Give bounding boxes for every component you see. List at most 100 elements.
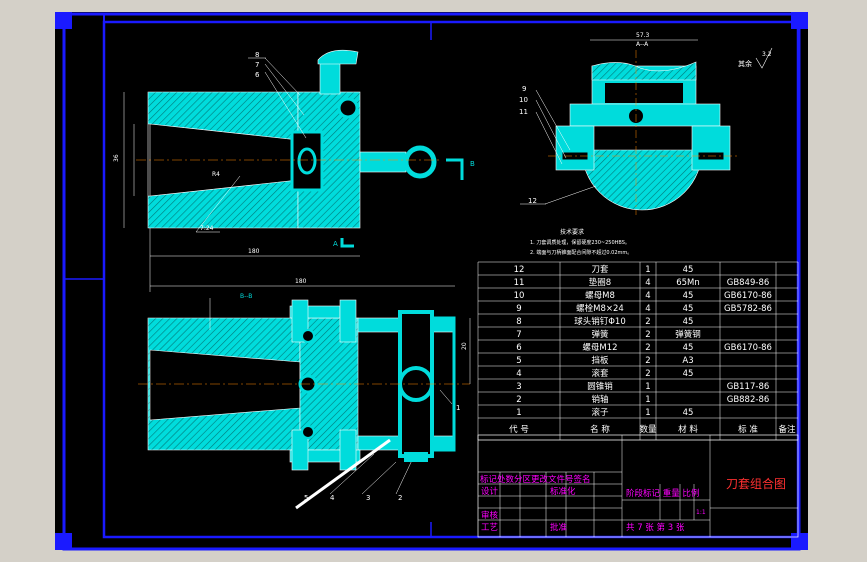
bom-cell-name: 球头销钉Φ10 [574, 316, 626, 327]
dim-length-1: 180 [248, 248, 260, 255]
bom-cell-qty: 4 [645, 278, 650, 288]
marker-a-front: A [333, 240, 338, 248]
callout-leader [264, 57, 301, 96]
bom-cell-name: 滚套 [591, 368, 609, 379]
front-arm [359, 151, 407, 173]
bom-cell-standard: GB849-86 [727, 278, 770, 288]
bom-cell-qty: 2 [645, 369, 650, 379]
callout-3: 3 [366, 494, 370, 502]
bom-header-material: 材 料 [678, 424, 698, 435]
bom-cell-material: 45 [683, 408, 694, 418]
bom-cell-no: 1 [516, 408, 521, 418]
tb-review: 审核 [481, 510, 499, 521]
bom-header-remark: 备注 [778, 424, 796, 435]
title-block-frame [477, 434, 799, 538]
bom-cell-material: 45 [683, 317, 694, 327]
bom-cell-name: 刀套 [591, 264, 609, 275]
bom-cell-standard: GB882-86 [727, 395, 770, 405]
view-arrow-a [340, 238, 354, 248]
front-post-cap [317, 49, 359, 65]
callout-8: 8 [255, 51, 259, 59]
bom-cell-material: 65Mn [676, 278, 700, 288]
tb-process: 工艺 [481, 523, 498, 533]
bom-cell-name: 螺母M12 [582, 342, 617, 353]
bom-cell-material: 弹簧钢 [675, 329, 701, 340]
bom-header-standard: 标 准 [738, 424, 758, 435]
front-hole [337, 97, 359, 119]
bom-cell-material: A3 [682, 356, 693, 366]
tb-revision-row: 标记处数分区更改文件号签名 [480, 474, 591, 485]
bom-cell-qty: 2 [645, 317, 650, 327]
dim-taper: 7:24 [200, 225, 214, 232]
bom-cell-material: 45 [683, 304, 694, 314]
a-disc [581, 149, 703, 211]
marker-b-front: B [470, 160, 475, 168]
bom-cell-no: 12 [514, 265, 525, 275]
b-bolt-left-bottom [291, 429, 309, 471]
b-taper [149, 349, 301, 421]
bom-cell-qty: 1 [645, 408, 650, 418]
front-post [319, 59, 341, 95]
b-bolt-right-bottom [339, 429, 357, 471]
callout-2: 2 [398, 494, 402, 502]
callout-leader [264, 63, 305, 116]
tb-design: 设计 [481, 486, 499, 497]
front-view: 7:24 180 180 36 R4 B A 8 7 6 [113, 49, 475, 292]
callout-7: 7 [255, 61, 259, 69]
tech-requirements: 技术要求 1. 刀套调质处理，保留硬度230~250HBS。 2. 端面与刀柄锥… [530, 228, 632, 256]
bom-cell-qty: 2 [645, 343, 650, 353]
bom-cell-qty: 1 [645, 265, 650, 275]
tb-scale: 1:1 [696, 509, 706, 516]
dim-rb: R4 [212, 171, 220, 178]
roughness-label: 其余 [738, 59, 752, 68]
callout-leader [329, 453, 375, 495]
tb-stage-row: 阶段标记 重量 比例 [626, 488, 699, 499]
section-b-label: B--B [240, 293, 252, 300]
bom-cell-name: 螺母M8 [585, 290, 615, 301]
dim-length-2: 180 [295, 278, 307, 285]
bom-cell-standard: GB6170-86 [724, 291, 772, 301]
bom-cell-material: 45 [683, 291, 694, 301]
bom-cell-qty: 2 [645, 330, 650, 340]
callout-leader [439, 389, 453, 405]
a-ear-right [691, 125, 731, 171]
a-bar [569, 103, 721, 127]
bom-cell-name: 挡板 [591, 355, 609, 366]
bom-cell-no: 7 [516, 330, 521, 340]
callout-1: 1 [456, 404, 460, 412]
callout-leader [535, 89, 571, 151]
bom-cell-no: 4 [516, 369, 521, 379]
section-b-view: B--B 20 5 4 3 2 1 [138, 293, 471, 510]
roughness-symbol [755, 47, 773, 69]
bom-cell-no: 10 [514, 291, 525, 301]
dim-height: 20 [461, 342, 468, 350]
tech-line-1: 1. 刀套调质处理，保留硬度230~250HBS。 [530, 239, 630, 246]
bom-cell-no: 5 [516, 356, 521, 366]
b-pin-hole-3 [301, 425, 315, 439]
callout-5: 5 [304, 494, 308, 502]
bom-cell-material: 45 [683, 265, 694, 275]
bom-cell-no: 6 [516, 343, 521, 353]
bom-cell-qty: 2 [645, 356, 650, 366]
bom-header-no: 代 号 [509, 424, 529, 435]
tech-heading: 技术要求 [560, 228, 584, 236]
callout-6: 6 [255, 71, 260, 79]
title-block: 标记处数分区更改文件号签名 设计 标准化 审核 工艺 批准 阶段标记 重量 比例… [477, 434, 799, 538]
bom-header-name: 名 称 [590, 424, 610, 435]
bom-cell-no: 3 [516, 382, 521, 392]
bom-cell-no: 8 [516, 317, 521, 327]
bom-cell-name: 弹簧 [591, 329, 609, 340]
bom-cell-no: 2 [516, 395, 521, 405]
callout-leader [295, 438, 391, 510]
front-pin-detail [446, 158, 464, 180]
callout-leader [535, 99, 567, 159]
callout-leader [395, 455, 415, 495]
front-roller [403, 145, 437, 179]
callout-10: 10 [519, 96, 528, 104]
leader-taper [195, 175, 241, 233]
a-head-top [591, 61, 697, 81]
b-sectionmark [404, 452, 428, 462]
bom-cell-name: 销轴 [591, 394, 608, 405]
bom-cell-no: 11 [514, 278, 525, 288]
bom-cell-no: 9 [516, 304, 521, 314]
